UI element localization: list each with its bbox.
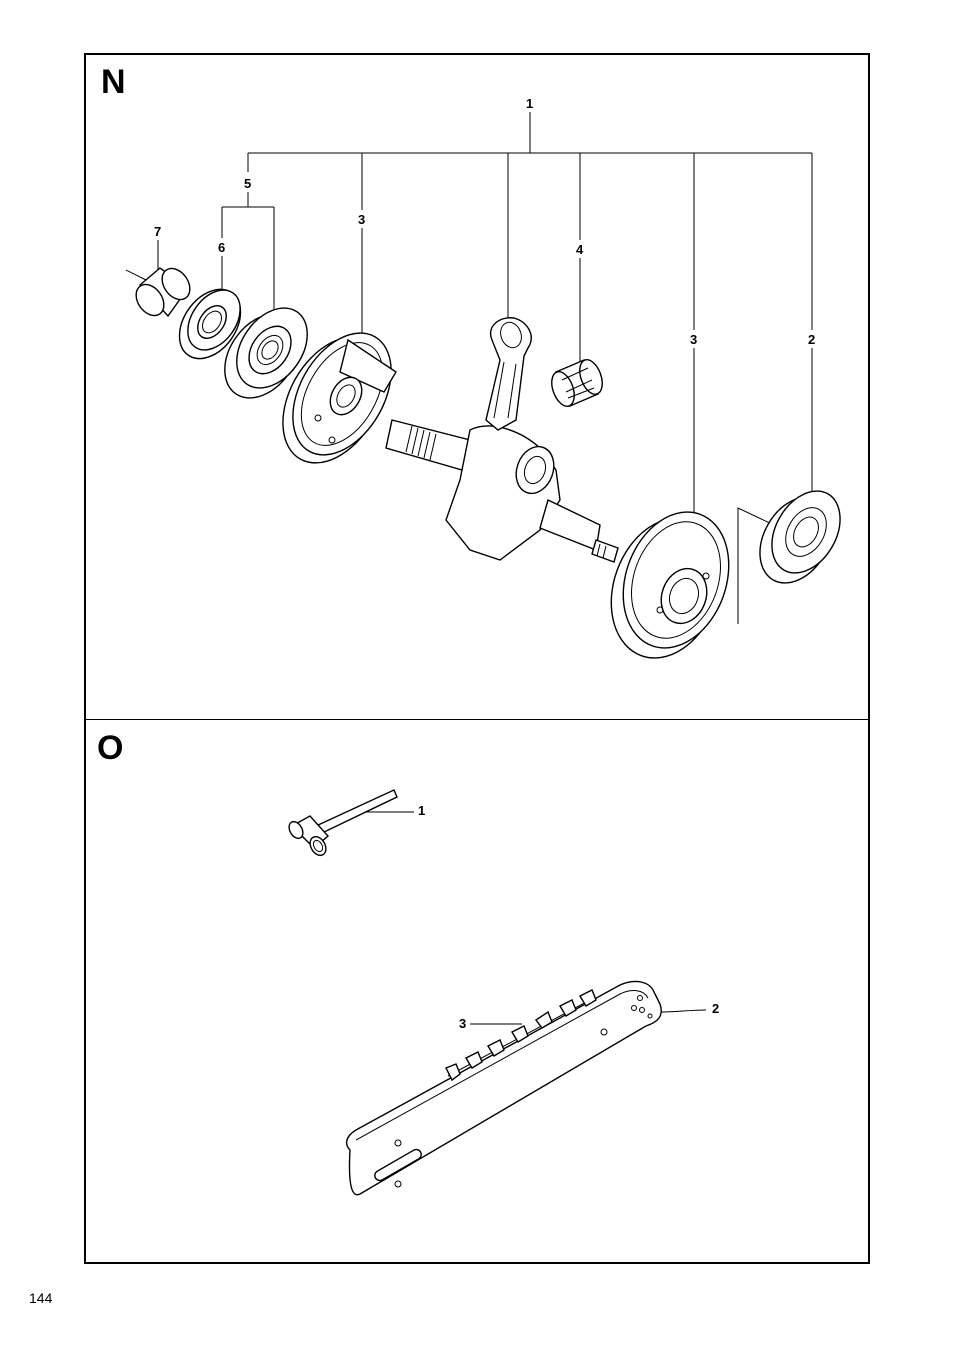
callout-n-7: 7 xyxy=(154,224,161,239)
callout-n-1: 1 xyxy=(526,96,533,111)
callout-n-5: 5 xyxy=(244,176,251,191)
callouts-n: 1 5 3 7 6 4 3 2 xyxy=(154,96,815,347)
connecting-rod xyxy=(486,318,531,430)
callout-o-3: 3 xyxy=(459,1016,466,1031)
crankshaft-main xyxy=(386,420,618,562)
bearing-part-right xyxy=(745,479,854,596)
needle-bearing xyxy=(547,357,606,410)
sleeve-part xyxy=(126,263,196,321)
combination-wrench xyxy=(286,790,397,858)
callout-o-2: 2 xyxy=(712,1001,719,1016)
callout-n-6: 6 xyxy=(218,240,225,255)
guide-bar xyxy=(347,981,662,1194)
callout-n-3-right: 3 xyxy=(690,332,697,347)
callout-o-1: 1 xyxy=(418,803,425,818)
callouts-o: 1 3 2 xyxy=(418,803,719,1031)
callout-n-2: 2 xyxy=(808,332,815,347)
crank-half-right xyxy=(593,497,747,673)
callout-n-4: 4 xyxy=(576,242,584,257)
callout-n-3-left: 3 xyxy=(358,212,365,227)
